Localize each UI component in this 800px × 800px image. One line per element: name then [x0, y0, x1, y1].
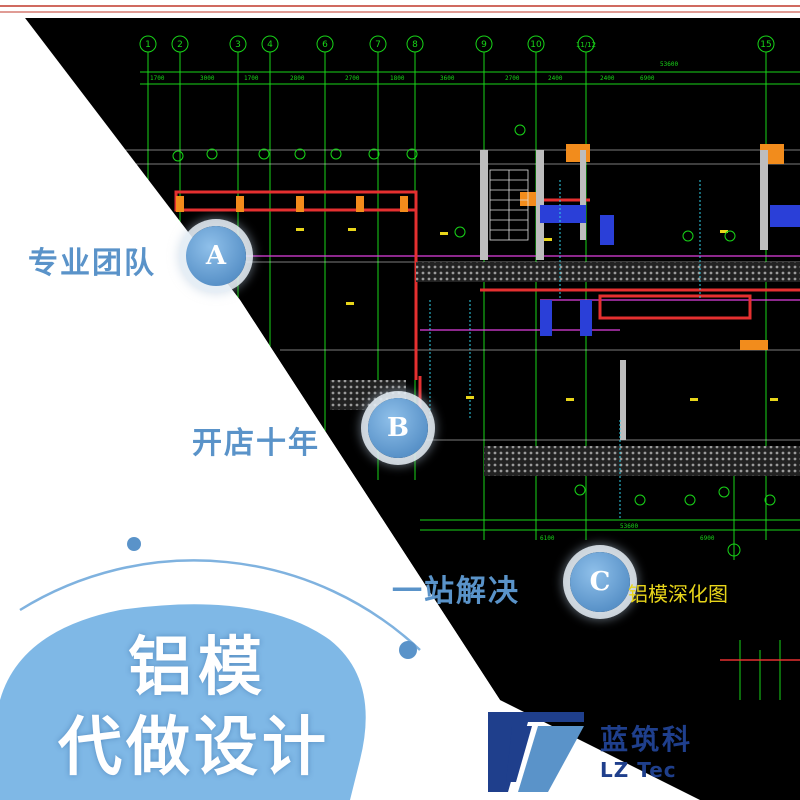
feature-label: 专业团队: [28, 246, 156, 281]
axis-label: 7: [375, 40, 381, 50]
svg-text:2800: 2800: [290, 75, 305, 82]
headline-line-2: 代做设计: [58, 711, 330, 785]
axis-label: 11/12: [576, 41, 596, 49]
svg-text:3600: 3600: [440, 75, 455, 82]
svg-text:6100: 6100: [540, 535, 555, 542]
badge-a-icon: A: [186, 226, 246, 286]
svg-text:2400: 2400: [548, 75, 563, 82]
svg-text:2700: 2700: [345, 75, 360, 82]
feature-label: 一站解决: [392, 574, 520, 609]
feature-c: 一站解决: [392, 566, 520, 610]
badge-c-icon: C: [570, 552, 630, 612]
headline-line-1: 铝模: [128, 631, 268, 705]
axis-label: 4: [267, 40, 273, 50]
svg-text:53600: 53600: [660, 61, 678, 68]
svg-text:2700: 2700: [505, 75, 520, 82]
svg-text:1700: 1700: [244, 75, 259, 82]
axis-label: 6: [322, 40, 328, 50]
brand-name-cn: 蓝筑科: [600, 723, 694, 756]
axis-label: 8: [412, 40, 418, 50]
svg-text:53600: 53600: [620, 523, 638, 530]
feature-b: 开店十年: [192, 418, 320, 462]
feature-a: 专业团队: [28, 238, 156, 282]
feature-label: 开店十年: [192, 426, 320, 461]
axis-label: 1: [145, 40, 151, 50]
brand-logo-icon: [488, 712, 584, 792]
svg-text:2400: 2400: [600, 75, 615, 82]
svg-text:6900: 6900: [640, 75, 655, 82]
drawing-caption: 铝模深化图: [628, 582, 728, 606]
axis-label: 9: [481, 40, 487, 50]
badge-b-icon: B: [368, 398, 428, 458]
axis-label: 3: [235, 40, 241, 50]
axis-label: 15: [760, 40, 771, 50]
svg-text:1700: 1700: [150, 75, 165, 82]
axis-label: 2: [177, 40, 183, 50]
brand-name-en: LZ Tec: [600, 758, 677, 782]
axis-label: 10: [530, 40, 542, 50]
svg-text:1800: 1800: [390, 75, 405, 82]
svg-text:3000: 3000: [200, 75, 215, 82]
svg-text:6900: 6900: [700, 535, 715, 542]
